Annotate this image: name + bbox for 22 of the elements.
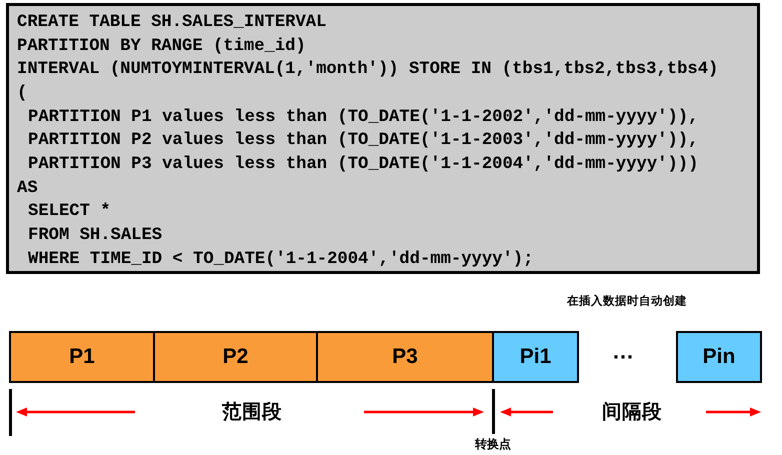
code-line: ( [17,84,28,104]
range-label: 范围段 [222,400,282,424]
code-line: PARTITION P2 values less than (TO_DATE('1-1-2003','dd-mm-yyyy')), [28,131,698,152]
code-line: FROM SH.SALES [28,226,162,246]
partition-box: Pi1 [492,331,579,383]
range-label: 间隔段 [602,400,662,424]
code-line: AS [17,178,38,199]
boundary-label: 转换点 [475,438,511,452]
code-line: PARTITION BY RANGE (time_id) [17,36,306,57]
partition-box: P1 [9,331,155,383]
partition-box: Pin [676,331,762,383]
code-line: PARTITION P3 values less than (TO_DATE('1-1-2004','dd-mm-yyyy'))) [28,154,698,175]
code-line: SELECT * [28,202,111,222]
partition-box: P3 [316,331,494,383]
ellipsis-text: … [612,338,634,364]
code-line: INTERVAL (NUMTOYMINTERVAL(1,'month')) STORE IN (tbs1,tbs2,tbs3,tbs4) [17,60,718,80]
partition-box: P2 [153,331,318,383]
code-line: CREATE TABLE SH.SALES_INTERVAL [17,13,326,33]
code-line: WHERE TIME_ID < TO_DATE('1-1-2004','dd-mm-yyyy'); [28,250,534,270]
code-line: PARTITION P1 values less than (TO_DATE('1-1-2002','dd-mm-yyyy')), [28,108,698,128]
code-box [6,3,760,274]
note-text: 在插入数据时自动创建 [567,295,687,309]
